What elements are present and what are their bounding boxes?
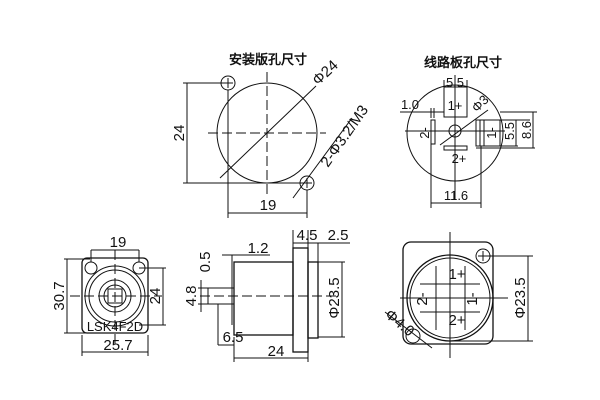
rear-pin-2-plus-label: 2+ [448, 312, 465, 329]
terminal-length-label: 6.5 [223, 329, 244, 346]
front-width-label: 25.7 [103, 337, 132, 354]
hole-diameter-label: Φ3 [469, 92, 492, 115]
rear-diameter-label: Φ23.5 [512, 277, 529, 318]
pad-width-label: 5.5 [446, 75, 464, 90]
model-label: LSK4F2D [87, 319, 143, 334]
front-hole-spacing-label: 19 [110, 234, 127, 251]
rear-pin-1-plus-label: 1+ [448, 266, 465, 283]
panel-cutout-title: 安装版孔尺寸 [229, 52, 307, 68]
pin-1-plus-label: 1+ [448, 98, 463, 113]
pad-span-label: 8.6 [519, 121, 534, 139]
rear-thickness-label: 2.5 [328, 227, 349, 244]
pin-1-minus-label: 1- [484, 127, 499, 139]
terminal-offset-label: 0.5 [197, 252, 214, 273]
gap-label: 1.0 [401, 97, 419, 112]
front-view-drawing: 19 30.7 24 LSK4F2D 25.7 [51, 234, 166, 356]
side-view-drawing: 1.2 0.5 4.8 6.5 24 4.5 2.5 Φ23.5 [183, 227, 350, 362]
body-length-label: 24 [268, 343, 285, 360]
hole-spec-label: 2-Φ3.2/M3 [317, 102, 372, 170]
rear-pin-1-minus-label: 1- [464, 292, 481, 305]
front-mount-spacing-label: 24 [147, 288, 164, 305]
flange-thickness-label: 4.5 [297, 227, 318, 244]
pad-height-label: 5.5 [502, 122, 517, 140]
cutout-height-label: 24 [171, 125, 188, 142]
pin-2-plus-label: 2+ [452, 151, 467, 166]
side-diameter-label: Φ23.5 [326, 277, 343, 318]
terminal-width-label: 4.8 [183, 286, 200, 307]
front-height-label: 30.7 [51, 281, 68, 310]
cutout-diameter-label: Φ24 [309, 57, 342, 89]
rear-pin-2-minus-label: 2- [414, 292, 431, 305]
pcb-layout-drawing: 线路板孔尺寸 5.5 1+ 1.0 Φ3 2- 1- 5.5 8.6 2+ 11… [400, 55, 537, 208]
pin-2-minus-label: 2- [417, 127, 432, 139]
panel-cutout-drawing: 安装版孔尺寸 24 19 Φ24 2-Φ3.2/M3 [171, 52, 372, 218]
overall-width-label: 11.6 [444, 188, 468, 203]
cutout-width-label: 19 [260, 197, 277, 214]
pcb-layout-title: 线路板孔尺寸 [424, 55, 502, 71]
rear-view-drawing: 1+ 2+ 2- 1- Φ4.0 Φ23.5 [381, 232, 533, 358]
terminal-thickness-label: 1.2 [248, 240, 269, 257]
